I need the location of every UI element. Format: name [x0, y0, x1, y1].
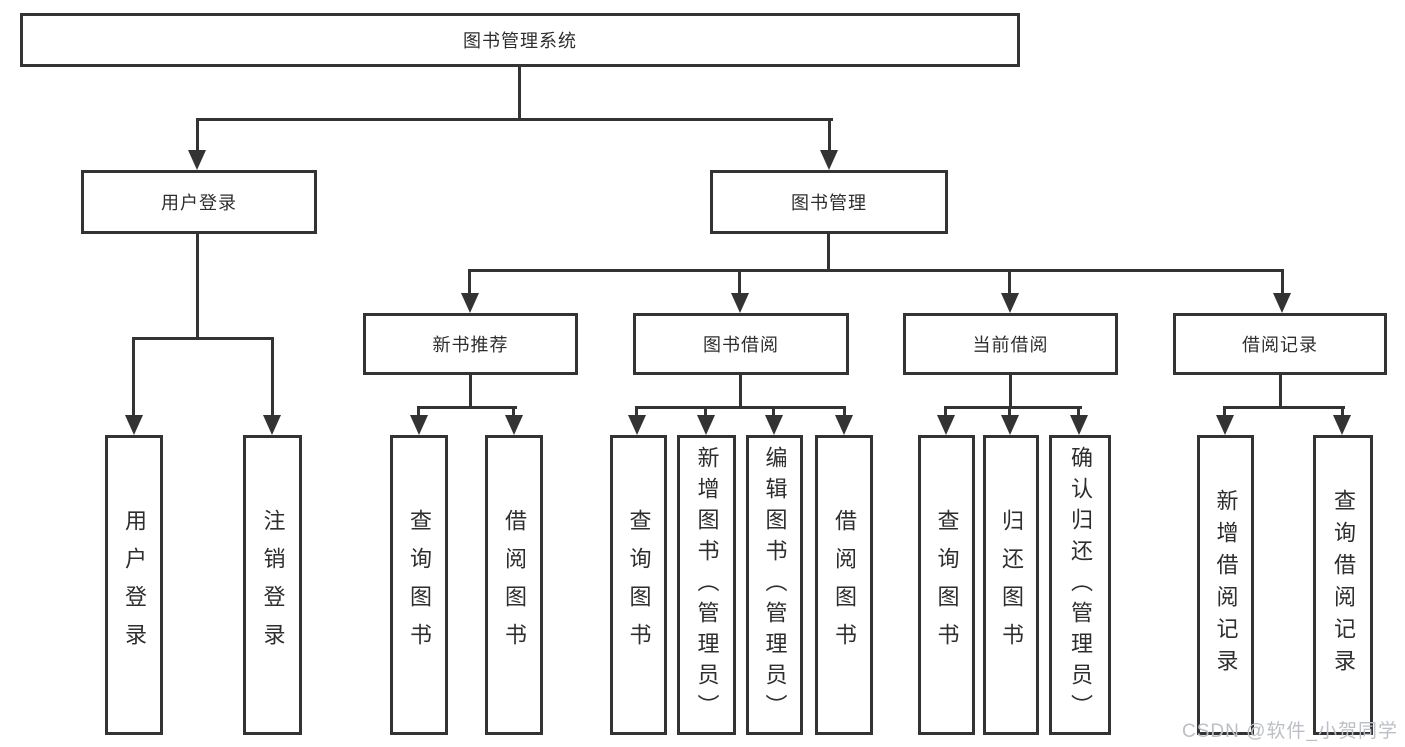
node-query-books-2: 查询图书: [610, 435, 667, 735]
arrow-down-icon: [188, 150, 206, 170]
arrow-down-icon: [835, 415, 853, 435]
connector-line: [772, 406, 775, 417]
connector-line: [1077, 406, 1080, 417]
node-confirm-return-admin: 确认归还（管理员）: [1049, 435, 1111, 735]
connector-line: [1223, 406, 1226, 417]
connector-line: [196, 234, 199, 340]
connector-line: [827, 234, 830, 272]
arrow-down-icon: [1001, 293, 1019, 313]
connector-line: [843, 406, 846, 417]
connector-line: [739, 375, 742, 408]
node-borrow-records: 借阅记录: [1173, 313, 1387, 375]
node-book-borrow: 图书借阅: [633, 313, 849, 375]
connector-line: [944, 406, 947, 417]
watermark: CSDN @软件_小贺同学: [1182, 721, 1398, 742]
arrow-down-icon: [1070, 415, 1088, 435]
node-add-borrow-record: 新增借阅记录: [1197, 435, 1254, 735]
node-new-book-recommend: 新书推荐: [363, 313, 578, 375]
connector-line: [512, 406, 515, 417]
connector-line: [196, 118, 199, 152]
connector-line: [196, 118, 833, 121]
connector-line: [1279, 375, 1282, 408]
connector-line: [468, 269, 471, 295]
connector-line: [944, 406, 1082, 409]
arrow-down-icon: [1216, 415, 1234, 435]
node-library-system: 图书管理系统: [20, 13, 1020, 67]
connector-line: [635, 406, 846, 409]
connector-line: [417, 406, 517, 409]
connector-line: [1223, 406, 1345, 409]
node-edit-book-admin: 编辑图书（管理员）: [746, 435, 803, 735]
arrow-down-icon: [731, 293, 749, 313]
arrow-down-icon: [410, 415, 428, 435]
connector-line: [1008, 269, 1011, 295]
arrow-down-icon: [628, 415, 646, 435]
connector-line: [1009, 375, 1012, 408]
connector-line: [704, 406, 707, 417]
arrow-down-icon: [1001, 415, 1019, 435]
arrow-down-icon: [697, 415, 715, 435]
arrow-down-icon: [765, 415, 783, 435]
connector-line: [468, 269, 1284, 272]
connector-line: [635, 406, 638, 417]
node-user-login-leaf: 用户登录: [105, 435, 163, 735]
connector-line: [1008, 406, 1011, 417]
connector-line: [1281, 269, 1284, 295]
arrow-down-icon: [1273, 293, 1291, 313]
connector-line: [271, 337, 274, 417]
node-query-borrow-record: 查询借阅记录: [1313, 435, 1373, 735]
arrow-down-icon: [937, 415, 955, 435]
node-add-book-admin: 新增图书（管理员）: [677, 435, 736, 735]
connector-line: [132, 337, 135, 417]
node-borrow-books-1: 借阅图书: [485, 435, 543, 735]
connector-line: [417, 406, 420, 417]
connector-line: [469, 375, 472, 408]
node-query-books-1: 查询图书: [390, 435, 448, 735]
connector-line: [738, 269, 741, 295]
arrow-down-icon: [263, 415, 281, 435]
node-logout: 注销登录: [243, 435, 302, 735]
connector-line: [1341, 406, 1344, 417]
node-return-book: 归还图书: [983, 435, 1039, 735]
connector-line: [132, 337, 274, 340]
arrow-down-icon: [125, 415, 143, 435]
node-user-login: 用户登录: [81, 170, 317, 234]
node-borrow-books-2: 借阅图书: [815, 435, 873, 735]
node-book-management: 图书管理: [710, 170, 948, 234]
arrow-down-icon: [461, 293, 479, 313]
connector-line: [828, 118, 831, 152]
node-query-books-3: 查询图书: [918, 435, 975, 735]
arrow-down-icon: [820, 150, 838, 170]
arrow-down-icon: [1333, 415, 1351, 435]
connector-line: [518, 67, 521, 121]
node-current-borrow: 当前借阅: [903, 313, 1118, 375]
arrow-down-icon: [505, 415, 523, 435]
